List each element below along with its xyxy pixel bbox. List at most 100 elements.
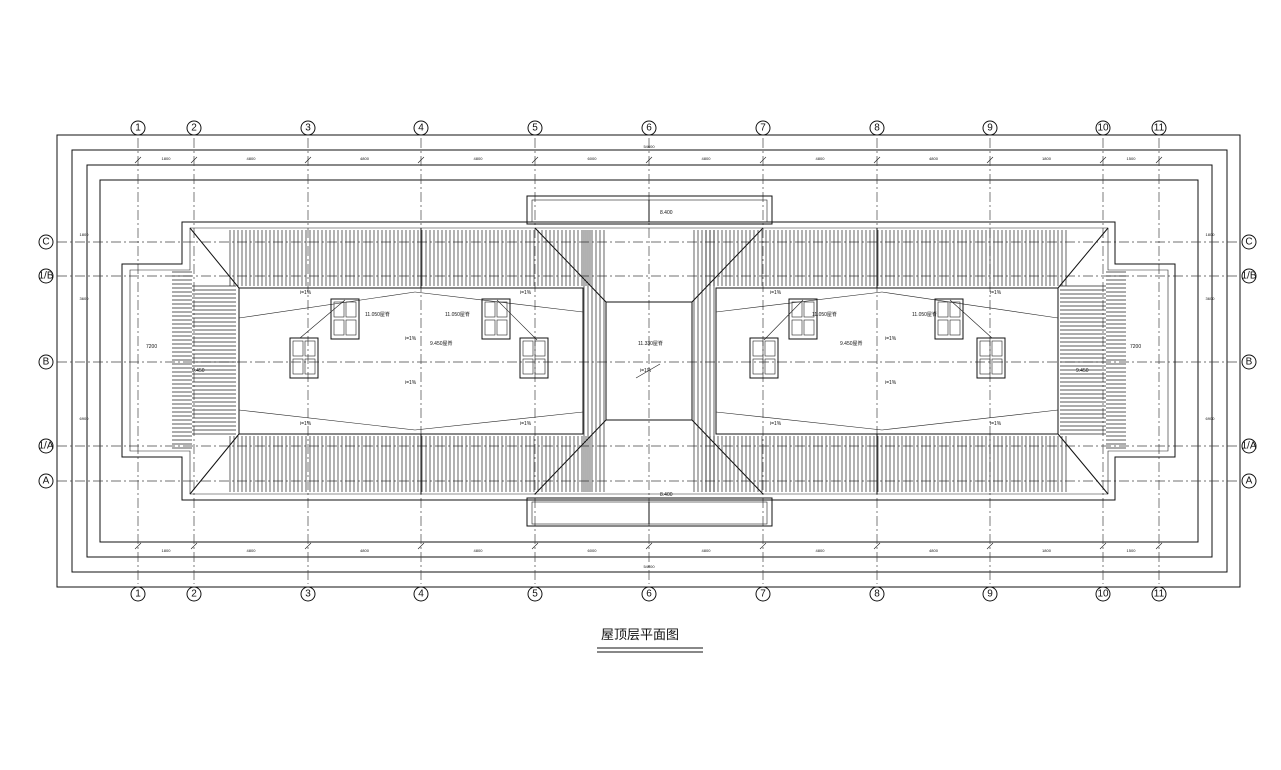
vent-7-cell1 [752, 340, 764, 357]
tick-top-5 [645, 156, 653, 164]
note-center: 11.330屋脊 [638, 340, 663, 347]
vent-3 [788, 298, 818, 340]
hatch-top-right [705, 230, 1067, 286]
note-ridge-right-2: 11.050屋脊 [912, 311, 937, 318]
axis-top-11: 11 [1151, 120, 1167, 136]
axis-right-1/A-label: 1/A [1241, 441, 1256, 452]
dim-top-8: 1800 [1042, 156, 1052, 161]
axis-right-C-circle [1241, 234, 1257, 250]
axis-bottom-7: 7 [755, 586, 771, 602]
axis-bottom-8-circle [869, 586, 885, 602]
axis-top-10-circle [1095, 120, 1111, 136]
note-elev-top: 8.400 [660, 210, 673, 216]
vent-2-cell1 [484, 301, 496, 318]
axis-bottom-11-circle [1151, 586, 1167, 602]
axis-top-1-label: 1 [135, 123, 141, 134]
axis-bottom-3-label: 3 [305, 589, 311, 600]
axis-right-C: C [1241, 234, 1257, 250]
axis-bottom-6-circle [641, 586, 657, 602]
note-slope-6: i=1% [770, 290, 782, 296]
axis-left-1/A: 1/A [38, 438, 54, 454]
top-bay [526, 195, 773, 225]
tick-top-2 [304, 156, 312, 164]
axis-top-10: 10 [1095, 120, 1111, 136]
note-slope-1: i=1% [405, 336, 417, 342]
vent-4-cell3 [937, 319, 949, 336]
axis-right-1/B: 1/B [1241, 268, 1257, 284]
note-elev-bottom: 8.400 [660, 492, 673, 498]
vent-1-cell1 [333, 301, 345, 318]
axis-left-B-label: B [43, 357, 50, 368]
axis-right-B: B [1241, 354, 1257, 370]
hip-line-7 [691, 419, 764, 495]
axis-right-1/B-circle [1241, 268, 1257, 284]
axis-left-A-circle [38, 473, 54, 489]
axis-bottom-4-circle [413, 586, 429, 602]
center-slope-arrow [635, 363, 661, 379]
vent-3-cell4 [803, 319, 815, 336]
hip-line-3 [1057, 433, 1109, 495]
note-slope-12: i=1% [640, 368, 652, 374]
roof-hatching [172, 230, 1126, 492]
axis-bottom-9-circle [982, 586, 998, 602]
vent-5-box [289, 337, 319, 379]
axis-top-11-label: 11 [1154, 123, 1165, 134]
axis-top-6: 6 [641, 120, 657, 136]
axis-top-5: 5 [527, 120, 543, 136]
axis-top-3: 3 [300, 120, 316, 136]
axis-left-A-label: A [43, 476, 50, 487]
axis-bottom-6: 6 [641, 586, 657, 602]
axis-bottom-10-circle [1095, 586, 1111, 602]
tick-bottom-7 [873, 542, 881, 550]
axis-left-1/B-circle [38, 268, 54, 284]
hip-line-2 [1057, 227, 1109, 289]
axis-bottom-1-circle [130, 586, 146, 602]
axis-top-7: 7 [755, 120, 771, 136]
axis-left-C-circle [38, 234, 54, 250]
axis-bottom-2: 2 [186, 586, 202, 602]
note-slope-3: i=1% [300, 421, 312, 427]
tick-top-6 [759, 156, 767, 164]
axis-bottom-6-label: 6 [646, 589, 652, 600]
vent-4-cell2 [949, 301, 961, 318]
vent-8-cell3 [979, 358, 991, 375]
axis-bottom-4-label: 4 [418, 589, 424, 600]
note-dim-left: 7200 [146, 344, 157, 350]
note-elev-right: 9.450 [1076, 368, 1089, 374]
note-slope-4: i=1% [520, 290, 532, 296]
tick-top-0 [134, 156, 142, 164]
hatch-bottom-left [229, 436, 591, 492]
dim-bottom-4: 6000 [588, 548, 598, 553]
vent-4-box [934, 298, 964, 340]
flat-roof-left [238, 287, 584, 435]
tick-bottom-0 [134, 542, 142, 550]
dim-row-left-2: 6900 [80, 416, 90, 421]
ridge-r4 [881, 409, 1059, 431]
vent-1 [330, 298, 360, 340]
axis-right-B-label: B [1246, 357, 1253, 368]
note-ridge-left-2: 11.050屋脊 [365, 311, 390, 318]
axis-right-1/A-circle [1241, 438, 1257, 454]
vent-6-cell3 [522, 358, 534, 375]
axis-bottom-11: 11 [1151, 586, 1167, 602]
vent-8-cell2 [991, 340, 1003, 357]
axis-bottom-11-label: 11 [1154, 589, 1165, 600]
axis-top-3-label: 3 [305, 123, 311, 134]
vent-4 [934, 298, 964, 340]
tick-bottom-8 [986, 542, 994, 550]
roof-outline-outer [121, 221, 1176, 501]
axis-top-9: 9 [982, 120, 998, 136]
vent-6-cell2 [534, 340, 546, 357]
axis-left-A: A [38, 473, 54, 489]
dim-bottom-3: 4800 [474, 548, 484, 553]
axis-top-10-label: 10 [1097, 123, 1109, 134]
axis-bottom-3-circle [300, 586, 316, 602]
dim-top-1: 4800 [247, 156, 257, 161]
axis-top-4: 4 [413, 120, 429, 136]
axis-top-2: 2 [186, 120, 202, 136]
dim-top-0: 1800 [162, 156, 172, 161]
axis-right-A: A [1241, 473, 1257, 489]
note-slope-7: i=1% [885, 336, 897, 342]
flat-roof-right [715, 287, 1059, 435]
